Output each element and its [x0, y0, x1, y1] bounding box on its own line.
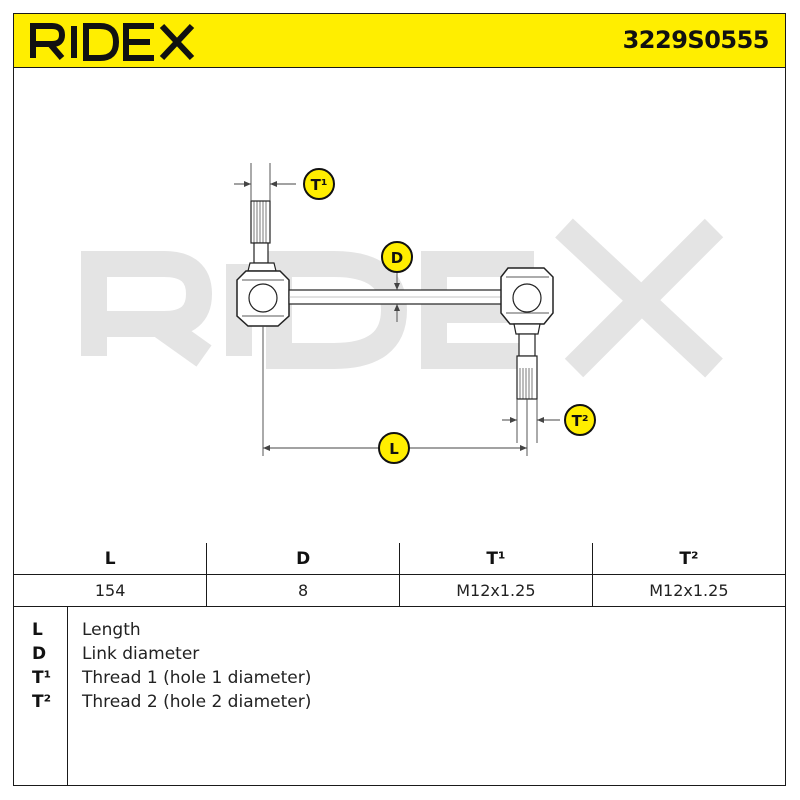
- legend-item: D Link diameter: [14, 644, 785, 668]
- callout-d-label: D: [391, 249, 403, 267]
- part-number: 3229S0555: [622, 26, 770, 54]
- callout-t1-label: T¹: [311, 176, 328, 194]
- legend-item: L Length: [14, 620, 785, 644]
- specs-value-l: 154: [14, 574, 208, 607]
- legend-code: T¹: [32, 668, 52, 688]
- technical-drawing: T¹ D L T²: [81, 163, 724, 464]
- callout-t2: T²: [564, 404, 596, 436]
- callout-d: D: [381, 241, 413, 273]
- specs-value-t1: M12x1.25: [399, 574, 593, 607]
- header-bar: 3229S0555: [14, 14, 785, 68]
- specs-value-row: 154 8 M12x1.25 M12x1.25: [14, 574, 785, 607]
- ridex-logo: [30, 23, 195, 61]
- legend-item: T¹ Thread 1 (hole 1 diameter): [14, 668, 785, 692]
- stabilizer-link-drawing: [236, 200, 554, 400]
- callout-t2-label: T²: [572, 412, 589, 430]
- callout-l-label: L: [389, 440, 399, 458]
- legend-code: T²: [32, 692, 52, 712]
- legend-description: Length: [82, 620, 141, 640]
- specs-header-t1: T¹: [399, 543, 593, 575]
- legend-description: Thread 1 (hole 1 diameter): [82, 668, 312, 688]
- legend-code: L: [32, 620, 43, 640]
- specs-header-d: D: [206, 543, 400, 575]
- specs-header-l: L: [14, 543, 208, 575]
- legend-code: D: [32, 644, 47, 664]
- datasheet-frame: 3229S0555: [13, 13, 786, 786]
- callout-l: L: [378, 432, 410, 464]
- legend-description: Thread 2 (hole 2 diameter): [82, 692, 312, 712]
- legend-item: T² Thread 2 (hole 2 diameter): [14, 692, 785, 716]
- specs-value-t2: M12x1.25: [591, 574, 785, 607]
- legend-divider: [67, 607, 68, 786]
- legend: L Length D Link diameter T¹ Thread 1 (ho…: [14, 607, 785, 786]
- legend-description: Link diameter: [82, 644, 200, 664]
- callout-t1: T¹: [303, 168, 335, 200]
- specs-header-t2: T²: [591, 543, 785, 575]
- specs-value-d: 8: [206, 574, 400, 607]
- specs-header-row: L D T¹ T²: [14, 543, 785, 575]
- specs-table: L D T¹ T² 154 8 M12x1.25 M12x1.25: [14, 543, 785, 607]
